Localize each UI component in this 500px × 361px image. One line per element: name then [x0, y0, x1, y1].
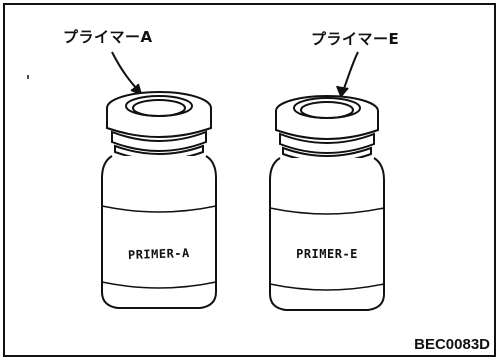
arrow-right	[336, 51, 359, 98]
bottle-primer-e: PRIMER-E	[269, 95, 385, 311]
figure-frame	[3, 3, 496, 357]
bottle-label-e: PRIMER-E	[296, 247, 358, 261]
callout-primer-e: プライマーE	[311, 30, 400, 48]
arrow-left	[111, 51, 143, 96]
figure-code: BEC0083D	[414, 336, 490, 353]
bottle-primer-a: PRIMER-A	[101, 91, 217, 309]
callout-primer-a: プライマーA	[63, 28, 153, 46]
bottle-label-a: PRIMER-A	[128, 246, 191, 262]
